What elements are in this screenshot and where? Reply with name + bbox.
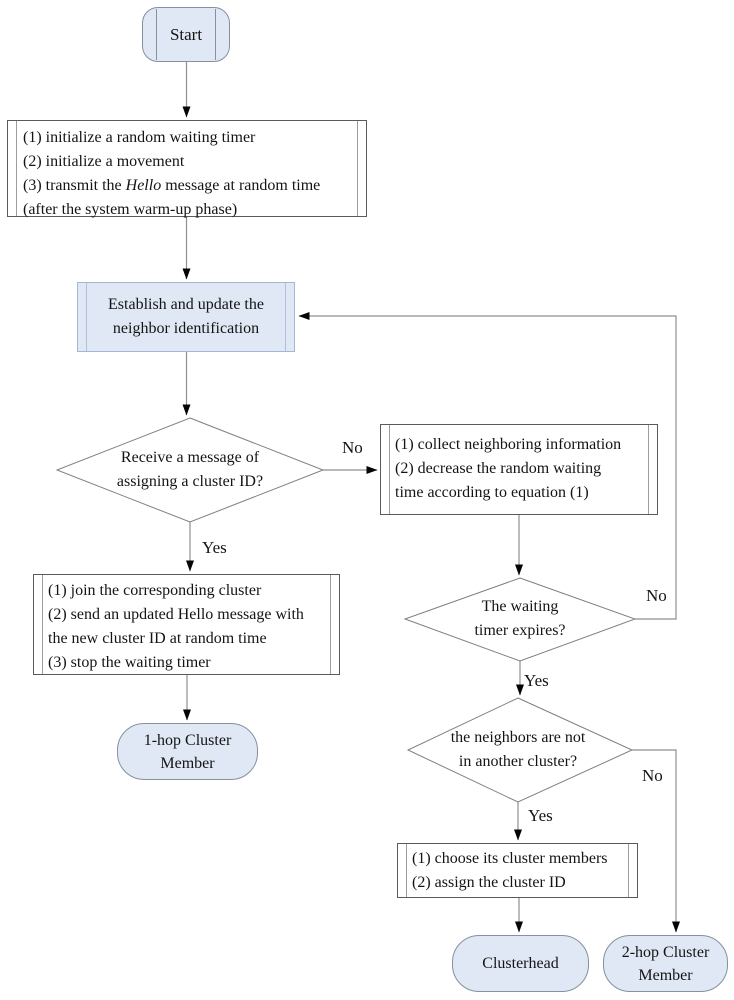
receive-yes-label: Yes	[202, 538, 227, 557]
init-process-box: (1) initialize a random waiting timer (2…	[7, 120, 367, 218]
join-process-text: (1) join the corresponding cluster (2) s…	[34, 575, 339, 675]
timer-no-label: No	[646, 586, 667, 605]
inner-line	[16, 121, 17, 216]
decision-neighbors-shape	[406, 697, 634, 803]
choose-process-box: (1) choose its cluster members (2) assig…	[397, 843, 638, 898]
timer-line-2: timer expires?	[474, 622, 566, 639]
receive-line-2: assigning a cluster ID?	[116, 473, 264, 490]
hello-italic: Hello	[125, 177, 162, 194]
collect-process-text: (1) collect neighboring information (2) …	[381, 425, 657, 505]
init-line-3-suffix: message at random time	[161, 177, 321, 194]
timer-line-1: The waiting	[481, 598, 559, 615]
join-line-4: (3) stop the waiting timer	[48, 654, 211, 671]
inner-line	[628, 844, 629, 897]
one-hop-line-2: Member	[160, 754, 215, 772]
inner-line	[42, 575, 43, 674]
one-hop-terminal: 1-hop Cluster Member	[117, 723, 258, 780]
join-line-3: the new cluster ID at random time	[48, 630, 267, 647]
init-line-1: (1) initialize a random waiting timer	[23, 129, 256, 146]
choose-process-text: (1) choose its cluster members (2) assig…	[398, 844, 637, 895]
collect-line-3: time according to equation (1)	[395, 484, 589, 501]
init-line-3-prefix: (3) transmit the	[23, 177, 126, 194]
choose-line-2: (2) assign the cluster ID	[412, 874, 566, 891]
neighbors-line-1: the neighbors are not	[450, 729, 586, 746]
init-line-3: (3) transmit the Hello message at random…	[23, 174, 356, 198]
inner-line	[215, 9, 216, 60]
establish-process-box: Establish and update the neighbor identi…	[77, 282, 295, 352]
join-line-2: (2) send an updated Hello message with	[48, 606, 304, 623]
inner-line	[330, 575, 331, 674]
inner-line	[285, 283, 286, 351]
timer-yes-label: Yes	[524, 671, 549, 690]
start-terminal: Start	[142, 7, 230, 62]
two-hop-line-2: Member	[638, 966, 693, 984]
receive-line-1: Receive a message of	[120, 449, 260, 466]
establish-line-2: neighbor identification	[112, 320, 260, 337]
edge-timer-no-feedback	[298, 312, 677, 620]
one-hop-line-1: 1-hop Cluster	[143, 731, 232, 749]
decision-receive-text: Receive a message of assigning a cluster…	[80, 432, 300, 508]
clusterhead-label: Clusterhead	[482, 955, 559, 972]
decision-neighbors-text: the neighbors are not in another cluster…	[418, 722, 618, 778]
edge-neighbors-no-to-twohop	[632, 749, 680, 933]
neighbors-yes-label: Yes	[528, 806, 553, 825]
inner-line	[389, 425, 390, 514]
neighbors-no-label: No	[642, 766, 663, 785]
clusterhead-terminal: Clusterhead	[452, 935, 589, 992]
collect-line-1: (1) collect neighboring information	[395, 436, 622, 453]
two-hop-line-1: 2-hop Cluster	[621, 943, 710, 961]
init-line-4: (after the system warm-up phase)	[23, 201, 238, 218]
inner-line	[86, 283, 87, 351]
inner-line	[406, 844, 407, 897]
decision-timer-text: The waiting timer expires?	[420, 591, 620, 647]
inner-line	[357, 121, 358, 216]
inner-line	[648, 425, 649, 514]
collect-line-2: (2) decrease the random waiting	[395, 460, 602, 477]
init-process-text: (1) initialize a random waiting timer (2…	[8, 121, 366, 222]
choose-line-1: (1) choose its cluster members	[412, 850, 608, 867]
start-label: Start	[169, 25, 203, 44]
collect-process-box: (1) collect neighboring information (2) …	[380, 424, 658, 515]
decision-receive-shape	[55, 417, 325, 523]
establish-line-1: Establish and update the	[108, 296, 264, 313]
decision-timer-shape	[403, 577, 637, 662]
init-line-2: (2) initialize a movement	[23, 153, 185, 170]
receive-no-label: No	[342, 438, 363, 457]
join-line-1: (1) join the corresponding cluster	[48, 582, 262, 599]
establish-process-text: Establish and update the neighbor identi…	[78, 283, 294, 351]
two-hop-terminal: 2-hop Cluster Member	[603, 935, 728, 992]
inner-line	[156, 9, 157, 60]
join-process-box: (1) join the corresponding cluster (2) s…	[33, 574, 340, 675]
neighbors-line-2: in another cluster?	[458, 753, 578, 770]
